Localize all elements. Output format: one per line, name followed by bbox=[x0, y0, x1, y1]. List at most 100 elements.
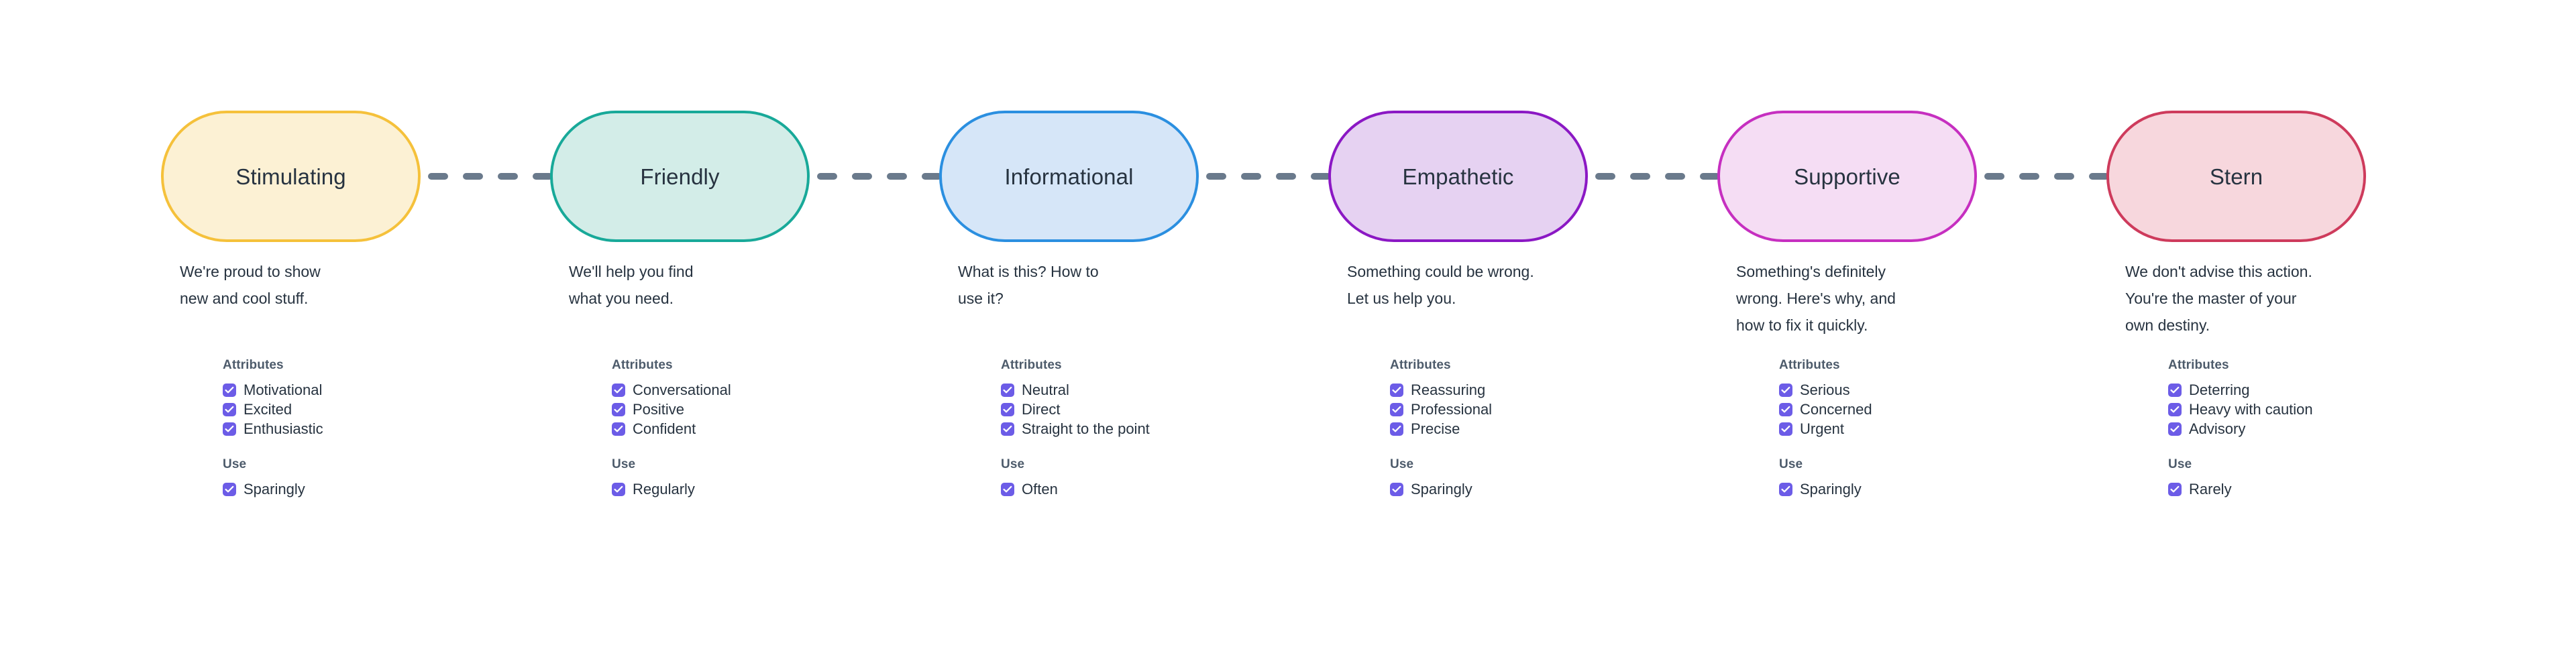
check-mark-icon bbox=[2170, 425, 2180, 432]
tone-description: We're proud to show new and cool stuff. bbox=[180, 263, 321, 307]
use-heading: Use bbox=[223, 457, 247, 471]
checkbox-checked-icon[interactable] bbox=[223, 422, 236, 436]
attribute-check-row[interactable]: Neutral bbox=[1001, 380, 1296, 400]
attribute-label: Advisory bbox=[2189, 420, 2246, 437]
use-check-row[interactable]: Sparingly bbox=[1390, 479, 1685, 499]
dash-segment bbox=[1241, 173, 1261, 180]
use-check-row[interactable]: Sparingly bbox=[223, 479, 518, 499]
checkbox-checked-icon[interactable] bbox=[1001, 422, 1014, 436]
tone-description: Something could be wrong. Let us help yo… bbox=[1347, 263, 1534, 307]
attributes-heading: Attributes bbox=[1390, 358, 1451, 372]
checkbox-checked-icon[interactable] bbox=[2168, 422, 2182, 436]
attribute-check-row[interactable]: Urgent bbox=[1779, 419, 2074, 438]
checkbox-checked-icon[interactable] bbox=[2168, 402, 2182, 416]
use-check-row[interactable]: Often bbox=[1001, 479, 1296, 499]
attribute-check-row[interactable]: Conversational bbox=[612, 380, 907, 400]
check-mark-icon bbox=[614, 386, 623, 393]
attribute-label: Concerned bbox=[1800, 400, 1872, 418]
attribute-check-row[interactable]: Professional bbox=[1390, 400, 1685, 419]
dash-segment bbox=[1276, 173, 1296, 180]
checkbox-checked-icon[interactable] bbox=[612, 383, 625, 397]
tone-pill-label: Friendly bbox=[640, 164, 720, 189]
checkbox-checked-icon[interactable] bbox=[1779, 383, 1792, 397]
checkbox-checked-icon[interactable] bbox=[612, 482, 625, 496]
tone-pill-label: Stern bbox=[2209, 164, 2263, 189]
tone-description: What is this? How to use it? bbox=[958, 263, 1099, 307]
checkbox-checked-icon[interactable] bbox=[1779, 482, 1792, 496]
checkbox-checked-icon[interactable] bbox=[1001, 482, 1014, 496]
attribute-check-row[interactable]: Motivational bbox=[223, 380, 518, 400]
attribute-label: Serious bbox=[1800, 381, 1850, 398]
checkbox-checked-icon[interactable] bbox=[1779, 402, 1792, 416]
check-mark-icon bbox=[1781, 386, 1790, 393]
checkbox-checked-icon[interactable] bbox=[1001, 402, 1014, 416]
check-mark-icon bbox=[614, 485, 623, 492]
attribute-check-row[interactable]: Direct bbox=[1001, 400, 1296, 419]
dash-segment bbox=[498, 173, 518, 180]
tone-pill-empathetic[interactable]: Empathetic bbox=[1328, 111, 1588, 242]
dash-segment bbox=[428, 173, 448, 180]
attribute-check-row[interactable]: Excited bbox=[223, 400, 518, 419]
checkbox-checked-icon[interactable] bbox=[1390, 402, 1403, 416]
check-mark-icon bbox=[1781, 485, 1790, 492]
attribute-label: Heavy with caution bbox=[2189, 400, 2313, 418]
use-label: Rarely bbox=[2189, 480, 2232, 497]
checkbox-checked-icon[interactable] bbox=[2168, 482, 2182, 496]
attribute-check-row[interactable]: Straight to the point bbox=[1001, 419, 1296, 438]
tone-pill-label: Stimulating bbox=[235, 164, 346, 189]
checkbox-checked-icon[interactable] bbox=[612, 402, 625, 416]
use-heading: Use bbox=[2168, 457, 2192, 471]
attribute-check-row[interactable]: Enthusiastic bbox=[223, 419, 518, 438]
tone-pill-informational[interactable]: Informational bbox=[939, 111, 1199, 242]
attribute-check-row[interactable]: Reassuring bbox=[1390, 380, 1685, 400]
use-check-row[interactable]: Sparingly bbox=[1779, 479, 2074, 499]
checkbox-checked-icon[interactable] bbox=[612, 422, 625, 436]
check-mark-icon bbox=[1003, 485, 1012, 492]
dash-segment bbox=[1984, 173, 2004, 180]
dashed-line-icon bbox=[817, 171, 942, 182]
attribute-check-row[interactable]: Concerned bbox=[1779, 400, 2074, 419]
dashed-line-icon bbox=[1984, 171, 2109, 182]
attribute-check-row[interactable]: Heavy with caution bbox=[2168, 400, 2463, 419]
check-mark-icon bbox=[2170, 406, 2180, 412]
dash-segment bbox=[1595, 173, 1615, 180]
attribute-check-row[interactable]: Positive bbox=[612, 400, 907, 419]
tone-pill-supportive[interactable]: Supportive bbox=[1717, 111, 1977, 242]
attribute-check-row[interactable]: Precise bbox=[1390, 419, 1685, 438]
dash-segment bbox=[2054, 173, 2074, 180]
attribute-label: Neutral bbox=[1022, 381, 1069, 398]
checkbox-checked-icon[interactable] bbox=[1779, 422, 1792, 436]
attribute-check-row[interactable]: Confident bbox=[612, 419, 907, 438]
check-mark-icon bbox=[225, 386, 234, 393]
tone-pill-friendly[interactable]: Friendly bbox=[550, 111, 810, 242]
attributes-heading: Attributes bbox=[612, 358, 673, 372]
dash-segment bbox=[1665, 173, 1685, 180]
use-label: Sparingly bbox=[1411, 480, 1472, 497]
tone-description: We'll help you find what you need. bbox=[569, 263, 694, 307]
checkbox-checked-icon[interactable] bbox=[1390, 422, 1403, 436]
checkbox-checked-icon[interactable] bbox=[1001, 383, 1014, 397]
checkbox-checked-icon[interactable] bbox=[223, 402, 236, 416]
attribute-check-row[interactable]: Advisory bbox=[2168, 419, 2463, 438]
checkbox-checked-icon[interactable] bbox=[223, 482, 236, 496]
attribute-check-row[interactable]: Serious bbox=[1779, 380, 2074, 400]
tone-pill-stern[interactable]: Stern bbox=[2106, 111, 2366, 242]
tone-pill-label: Informational bbox=[1004, 164, 1134, 189]
tone-pill-stimulating[interactable]: Stimulating bbox=[161, 111, 421, 242]
checkbox-checked-icon[interactable] bbox=[223, 383, 236, 397]
use-check-row[interactable]: Rarely bbox=[2168, 479, 2463, 499]
attribute-label: Direct bbox=[1022, 400, 1061, 418]
checkbox-checked-icon[interactable] bbox=[1390, 482, 1403, 496]
use-heading: Use bbox=[1779, 457, 1803, 471]
use-label: Sparingly bbox=[244, 480, 305, 497]
checkbox-checked-icon[interactable] bbox=[1390, 383, 1403, 397]
dash-segment bbox=[852, 173, 872, 180]
attribute-check-row[interactable]: Deterring bbox=[2168, 380, 2463, 400]
check-mark-icon bbox=[1392, 485, 1401, 492]
attributes-heading: Attributes bbox=[1779, 358, 1840, 372]
checkbox-checked-icon[interactable] bbox=[2168, 383, 2182, 397]
use-check-row[interactable]: Regularly bbox=[612, 479, 907, 499]
